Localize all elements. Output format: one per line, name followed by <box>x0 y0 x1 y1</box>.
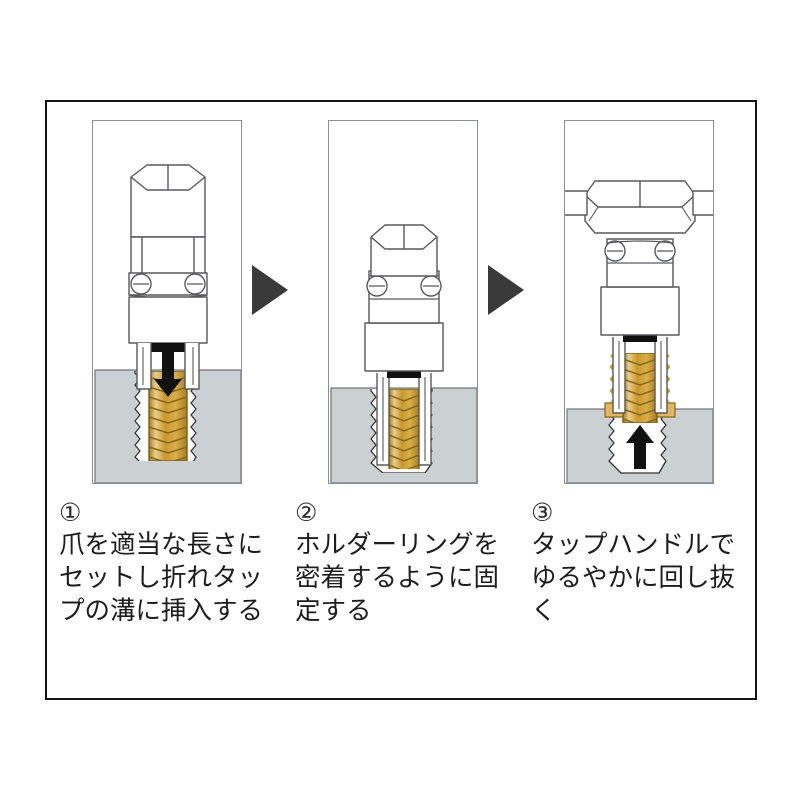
tool-hex-shank <box>370 224 438 277</box>
extractor-claws <box>376 373 432 466</box>
tool-slotted-neck <box>130 236 206 280</box>
caption-step-2: ② ホルダーリングを密着するように固定する <box>295 498 501 628</box>
caption-step-3: ③ タップハンドルでゆるやかに回し抜く <box>531 498 737 628</box>
tool-screw-collar <box>128 272 208 299</box>
holder-ring <box>364 322 444 372</box>
illustration-panel-step-2 <box>328 120 478 484</box>
panel-row <box>47 102 755 698</box>
step-arrow-2-to-3 <box>483 262 527 318</box>
tool-screw-collar <box>366 270 442 324</box>
step-arrow-1-to-2 <box>247 262 291 318</box>
motion-arrow-up <box>626 425 654 469</box>
broken-tap <box>388 389 420 469</box>
motion-arrow-down <box>154 352 182 397</box>
caption-step-1: ① 爪を適当な長さにセットし折れタップの溝に挿入する <box>59 498 265 628</box>
tool-seat-shadow <box>623 333 657 342</box>
extractor-claws <box>136 343 200 390</box>
panel-2-drawing <box>330 224 477 483</box>
tap-handle <box>565 180 713 234</box>
broken-tap <box>622 353 658 423</box>
tool-hex-shank <box>130 164 206 238</box>
step-text-1: 爪を適当な長さにセットし折れタップの溝に挿入する <box>59 530 264 626</box>
tool-seat-shadow <box>150 343 186 352</box>
step-text-3: タップハンドルでゆるやかに回し抜く <box>531 530 736 626</box>
illustration-panel-step-1 <box>92 120 242 484</box>
figure-outer-frame: ① 爪を適当な長さにセットし折れタップの溝に挿入する ② ホルダーリングを密着す… <box>45 100 757 700</box>
extractor-tool <box>364 224 444 466</box>
step-number-3: ③ <box>531 498 554 527</box>
tool-seat-shadow <box>387 369 421 378</box>
illustration-panel-step-3 <box>564 120 714 484</box>
extractor-tool <box>565 180 713 414</box>
holder-ring <box>128 296 208 344</box>
panel-3-drawing <box>565 180 713 483</box>
step-number-2: ② <box>295 498 318 527</box>
holder-ring <box>600 286 680 336</box>
extractor-claws <box>612 337 668 414</box>
step-number-1: ① <box>59 498 82 527</box>
tool-screw-collar <box>604 238 676 288</box>
step-text-2: ホルダーリングを密着するように固定する <box>295 530 500 626</box>
extractor-tool <box>128 164 208 390</box>
panel-1-drawing <box>94 164 241 483</box>
